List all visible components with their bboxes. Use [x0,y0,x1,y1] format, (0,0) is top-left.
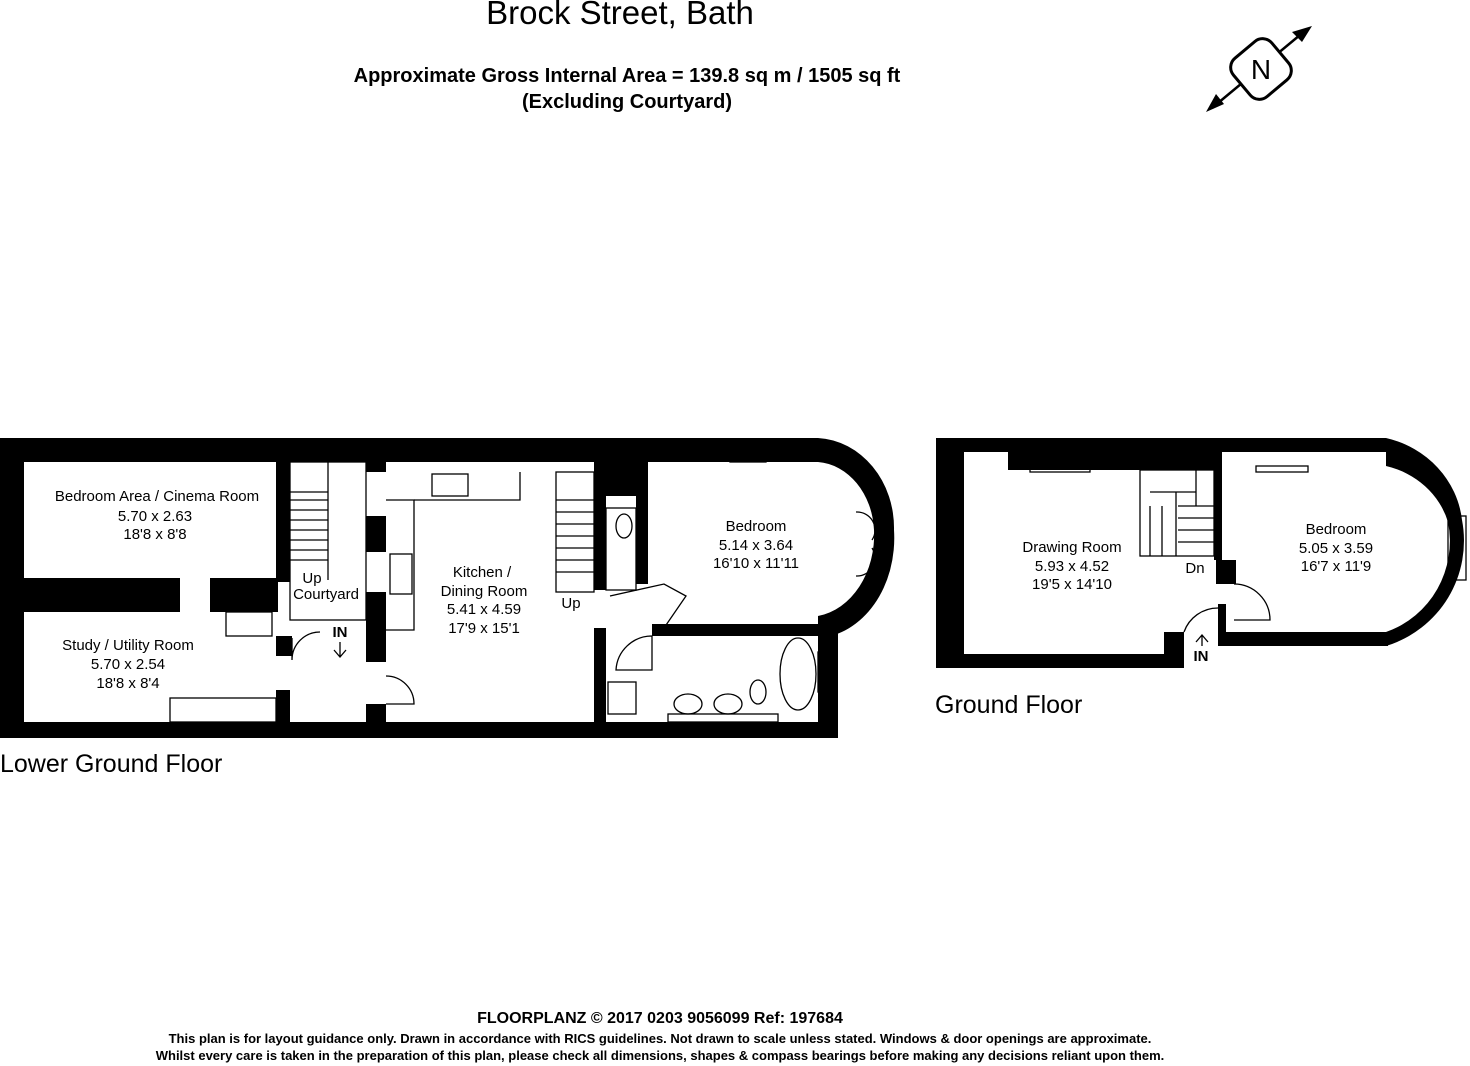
hob-icon [431,473,469,497]
footer: FLOORPLANZ © 2017 0203 9056099 Ref: 1976… [0,1008,1320,1064]
stairs-up-right [555,471,595,593]
svg-text:Study / Utility Room: Study / Utility Room [62,637,194,654]
compass-north-letter: N [1251,54,1271,85]
shower-tray-icon [607,681,637,715]
courtyard-label: Courtyard [293,586,359,603]
room-study-utility: Study / Utility Room 5.70 x 2.54 18'8 x … [62,637,194,692]
svg-text:5.70 x 2.54: 5.70 x 2.54 [91,656,165,673]
svg-text:5.14 x 3.64: 5.14 x 3.64 [719,537,793,554]
gross-area-line: Approximate Gross Internal Area = 139.8 … [353,65,901,87]
plan-title: Brock Street, Bath [486,0,754,31]
kitchen-sink-icon [389,553,413,595]
svg-text:19'5 x 14'10: 19'5 x 14'10 [1032,576,1112,593]
ground-entrance-arrow-icon [1195,634,1209,646]
excluding-note: (Excluding Courtyard) [521,91,732,113]
lower-entrance-in-label: IN [333,624,348,641]
svg-text:Bedroom: Bedroom [1306,521,1367,538]
svg-text:5.41 x 4.59: 5.41 x 4.59 [447,601,521,618]
basin-icon-2 [713,693,743,715]
stairs-up-label-2: Up [561,595,580,612]
stairs-up-left [290,499,328,561]
svg-text:Drawing Room: Drawing Room [1022,539,1121,556]
stairs-down [1139,469,1215,557]
svg-text:16'10 x 11'11: 16'10 x 11'11 [713,555,799,572]
area-summary: Approximate Gross Internal Area = 139.8 … [0,63,1254,115]
svg-text:5.93 x 4.52: 5.93 x 4.52 [1035,558,1109,575]
disclaimer-line-2: Whilst every care is taken in the prepar… [155,1048,1165,1063]
ground-floor-plan: IN Drawing Room 5.93 x 4.52 19'5 x 14'10… [935,438,1467,719]
svg-text:5.70 x 2.63: 5.70 x 2.63 [118,508,192,525]
entrance-arrow-icon [333,642,347,658]
lower-ground-floor-label: Lower Ground Floor [0,750,222,778]
wc-icon [615,513,633,539]
svg-text:16'7 x 11'9: 16'7 x 11'9 [1301,558,1372,575]
stairs-down-label: Dn [1185,560,1204,577]
disclaimer-line-1: This plan is for layout guidance only. D… [168,1031,1152,1046]
room-kitchen-dining: Kitchen / Dining Room 5.41 x 4.59 17'9 x… [441,564,528,637]
stairs-up-label: Up [302,570,321,587]
svg-text:18'8 x 8'8: 18'8 x 8'8 [123,526,186,543]
room-lower-bedroom: Bedroom 5.14 x 3.64 16'10 x 11'11 [713,518,799,572]
svg-text:18'8 x 8'4: 18'8 x 8'4 [96,675,159,692]
ground-floor-label: Ground Floor [935,691,1082,719]
footer-credit: FLOORPLANZ © 2017 0203 9056099 Ref: 1976… [477,1010,843,1027]
north-compass-icon: N [1206,26,1312,112]
bath-icon [779,637,817,711]
basin-icon [673,693,703,715]
svg-text:Bedroom Area / Cinema Room: Bedroom Area / Cinema Room [55,488,259,505]
room-bedroom-area-cinema: Bedroom Area / Cinema Room 5.70 x 2.63 1… [55,488,259,543]
svg-text:Dining Room: Dining Room [441,583,528,600]
lower-ground-floor-plan: IN Bedroom Area / Cinema Room 5.70 x 2.6… [0,438,895,778]
svg-text:17'9 x 15'1: 17'9 x 15'1 [448,620,520,637]
utility-sink-icon [225,611,273,637]
ground-entrance-in-label: IN [1194,648,1209,665]
room-ground-bedroom: Bedroom 5.05 x 3.59 16'7 x 11'9 [1299,521,1373,575]
svg-text:Bedroom: Bedroom [726,518,787,535]
svg-text:5.05 x 3.59: 5.05 x 3.59 [1299,540,1373,557]
bath-wc-icon [749,679,767,705]
svg-text:Kitchen /: Kitchen / [453,564,512,581]
room-drawing-room: Drawing Room 5.93 x 4.52 19'5 x 14'10 [1022,539,1121,593]
